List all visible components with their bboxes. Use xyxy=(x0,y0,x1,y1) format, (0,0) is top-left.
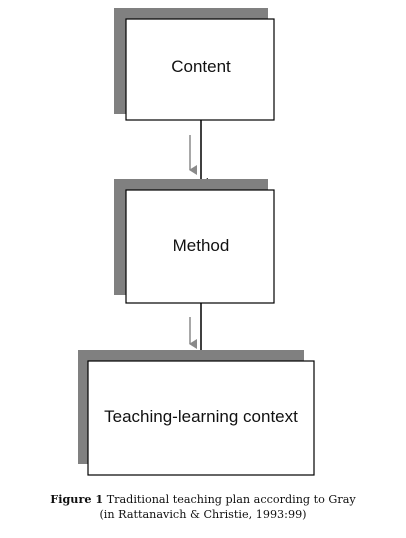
method-box-label: Method xyxy=(173,236,230,255)
method-box-frame xyxy=(125,189,275,304)
method-box: Method xyxy=(114,179,275,304)
arrow-content-to-method xyxy=(189,120,208,186)
caption-line-1: Figure 1 Traditional teaching plan accor… xyxy=(0,492,406,507)
caption-title: Traditional teaching plan according to G… xyxy=(106,493,356,506)
arrow-method-to-context xyxy=(189,303,208,359)
caption-citation: (in Rattanavich & Christie, 1993:99) xyxy=(99,508,307,521)
context-box-label: Teaching-learning context xyxy=(104,407,298,426)
context-box-frame xyxy=(87,360,315,476)
context-box: Teaching-learning context xyxy=(78,350,315,476)
content-box: Content xyxy=(114,8,275,121)
figure-caption: Figure 1 Traditional teaching plan accor… xyxy=(0,492,406,522)
caption-figure-label: Figure 1 xyxy=(50,492,104,506)
content-box-frame xyxy=(125,18,275,121)
content-box-label: Content xyxy=(171,57,231,76)
